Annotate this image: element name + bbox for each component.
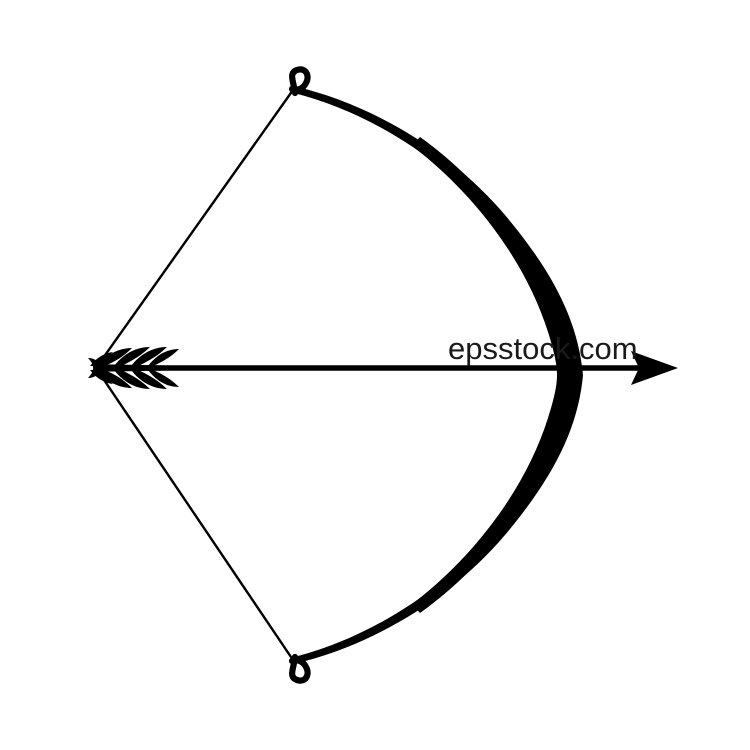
bowstring-group	[94, 88, 295, 662]
fletching-barb-upper-3	[131, 347, 167, 366]
fletching-barb-lower-2	[114, 370, 150, 389]
fletching-barb-upper-1	[97, 348, 132, 366]
fletching-barb-upper-4	[148, 349, 179, 366]
fletching-barb-lower-5	[90, 370, 113, 384]
arrow-head	[631, 351, 678, 385]
fletching-barb-lower-4	[148, 370, 179, 387]
bow-group	[288, 66, 583, 684]
bow-tip-hook-top	[288, 66, 311, 97]
watermark: epsstock.com	[448, 331, 638, 366]
fletching-barb-upper-5	[90, 352, 113, 366]
bowstring-upper	[94, 88, 295, 370]
fletching-quill	[96, 364, 176, 372]
fletching-barb-lower-3	[131, 370, 167, 389]
fletching-barb-lower-1	[97, 370, 132, 388]
bow-tip-hook-bottom	[288, 653, 311, 684]
fletching-barb-upper-2	[114, 347, 150, 366]
bowstring-lower	[94, 366, 295, 662]
arrow-group	[88, 347, 678, 389]
arrow-fletching	[88, 347, 179, 389]
